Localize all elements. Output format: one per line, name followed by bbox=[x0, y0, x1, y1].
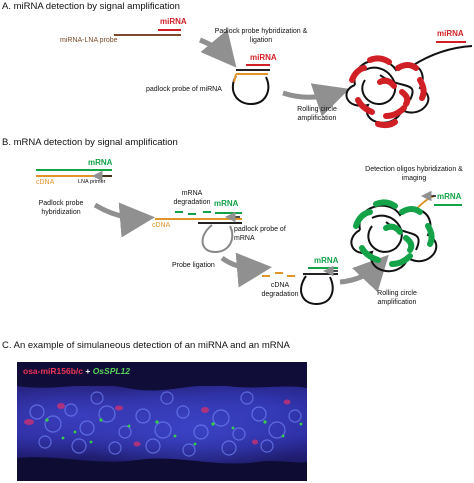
section-c-title: C. An example of simulaneous detection o… bbox=[2, 340, 290, 351]
padlock-orange-end-a bbox=[233, 73, 237, 83]
rolling-circle-product-a bbox=[345, 41, 473, 129]
label-rolling-circle-a: Rolling circle amplification bbox=[297, 106, 337, 122]
microscopy-caption: osa-miR156b/c + OsSPL12 bbox=[23, 366, 130, 376]
label-hybridization-ligation: Padlock probe hybridization & ligation bbox=[214, 28, 308, 44]
cdna-degradation-fragments bbox=[262, 272, 295, 277]
label-mrna-degradation: mRNA degradation bbox=[173, 190, 211, 206]
label-detection-oligos: Detection oligos hybridization & imaging bbox=[365, 166, 463, 182]
process-arrow-b1 bbox=[93, 202, 155, 238]
label-mrna-mid: mRNA bbox=[214, 199, 239, 208]
caption-plus: + bbox=[83, 366, 93, 376]
tissue-texture bbox=[17, 362, 307, 481]
process-arrow-b2 bbox=[220, 252, 272, 288]
label-padlock-hybridization: Padlock probe hybridization bbox=[38, 200, 84, 216]
label-lna-primer: LNA primer bbox=[78, 179, 106, 185]
padlock-loop-a bbox=[231, 75, 270, 106]
caption-mrna: OsSPL12 bbox=[92, 366, 131, 376]
process-arrow-a1 bbox=[199, 29, 237, 68]
process-arrow-a2 bbox=[282, 83, 350, 117]
label-mrna-right: mRNA bbox=[437, 192, 462, 201]
label-probe-ligation: Probe ligation bbox=[172, 262, 215, 269]
section-b-title: B. mRNA detection by signal amplificatio… bbox=[2, 137, 178, 148]
label-mrna-low: mRNA bbox=[314, 256, 339, 265]
padlock-loop-b3 bbox=[300, 275, 334, 306]
label-mirna-mid: miRNA bbox=[250, 53, 277, 62]
label-cdna-mid: cDNA bbox=[152, 222, 171, 229]
label-rolling-circle-b: Rolling circle amplification bbox=[377, 290, 417, 306]
process-arrow-b3 bbox=[339, 254, 389, 293]
label-mirna-lna-probe: miRNA-LNA probe bbox=[60, 37, 118, 44]
label-cdna-top: cDNA bbox=[36, 179, 55, 186]
label-padlock-mrna: padlock probe of mRNA bbox=[234, 226, 286, 242]
mrna-degradation-fragments bbox=[175, 211, 211, 215]
diagram-graphics bbox=[36, 29, 473, 306]
caption-mirna: osa-miR156b/c bbox=[23, 366, 83, 376]
padlock-loop-b bbox=[201, 224, 234, 254]
label-mrna-top: mRNA bbox=[88, 158, 113, 167]
microscopy-image: osa-miR156b/c + OsSPL12 bbox=[17, 362, 307, 481]
rolling-circle-product-b bbox=[350, 190, 462, 273]
label-mirna-right: miRNA bbox=[437, 29, 464, 38]
label-mirna-top: miRNA bbox=[160, 17, 187, 26]
label-padlock-mirna: padlock probe of miRNA bbox=[146, 86, 222, 93]
label-cdna-degradation: cDNA degradation bbox=[261, 282, 299, 298]
section-a-title: A. miRNA detection by signal amplificati… bbox=[2, 1, 180, 12]
